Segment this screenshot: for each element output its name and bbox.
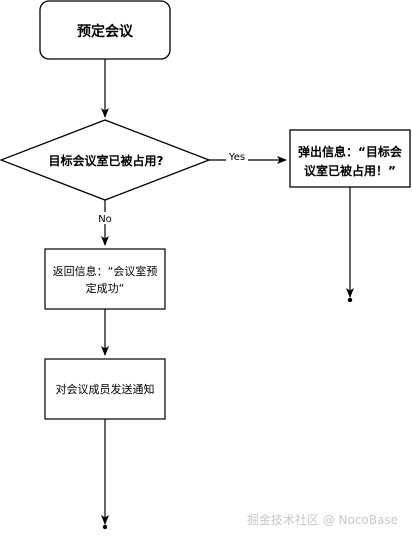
no-label-bg xyxy=(96,212,114,224)
watermark-text: 掘金技术社区 @ NocoBase xyxy=(247,512,398,527)
notify-members-node: 对会议成员发送通知 xyxy=(44,358,166,420)
decision-node: 目标会议室已被占用? xyxy=(0,119,211,201)
notify-end-terminator xyxy=(102,524,108,530)
start-label: 预定会议 xyxy=(77,23,134,40)
return-label-line1: 返回信息：“会议室预 xyxy=(53,264,158,278)
popup-end-terminator xyxy=(347,297,353,303)
start-node: 预定会议 xyxy=(39,0,171,60)
yes-label-bg xyxy=(226,151,248,163)
decision-label: 目标会议室已被占用? xyxy=(49,153,164,168)
return-label-line2: 定成功“ xyxy=(86,281,125,295)
popup-message-node: 弹出信息：“目标会 议室已被占用！” xyxy=(289,129,411,188)
popup-label-line1: 弹出信息：“目标会 xyxy=(298,144,403,159)
popup-label-line2: 议室已被占用！” xyxy=(304,163,396,178)
yes-label: Yes xyxy=(228,152,245,163)
return-message-node: 返回信息：“会议室预 定成功“ xyxy=(44,248,166,310)
notify-label: 对会议成员发送通知 xyxy=(56,382,155,396)
no-label: No xyxy=(98,214,112,225)
